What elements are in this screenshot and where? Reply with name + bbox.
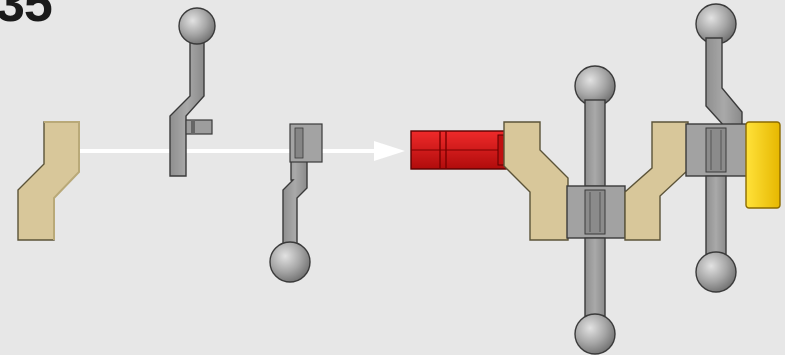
grey-ball-arm-top <box>169 7 216 177</box>
tan-angled-beam-left <box>17 121 80 241</box>
tan-angled-beam-right-2 <box>624 121 689 241</box>
guide-arrow <box>80 141 405 161</box>
yellow-bush <box>745 121 781 209</box>
red-axle-pin <box>410 130 507 170</box>
grey-ball-arm-right <box>685 3 749 293</box>
step-number: 35 <box>0 0 53 33</box>
tan-angled-beam-right-1 <box>503 121 569 241</box>
grey-ball-arm-center <box>566 65 626 355</box>
grey-ball-arm-bottom <box>269 123 323 283</box>
